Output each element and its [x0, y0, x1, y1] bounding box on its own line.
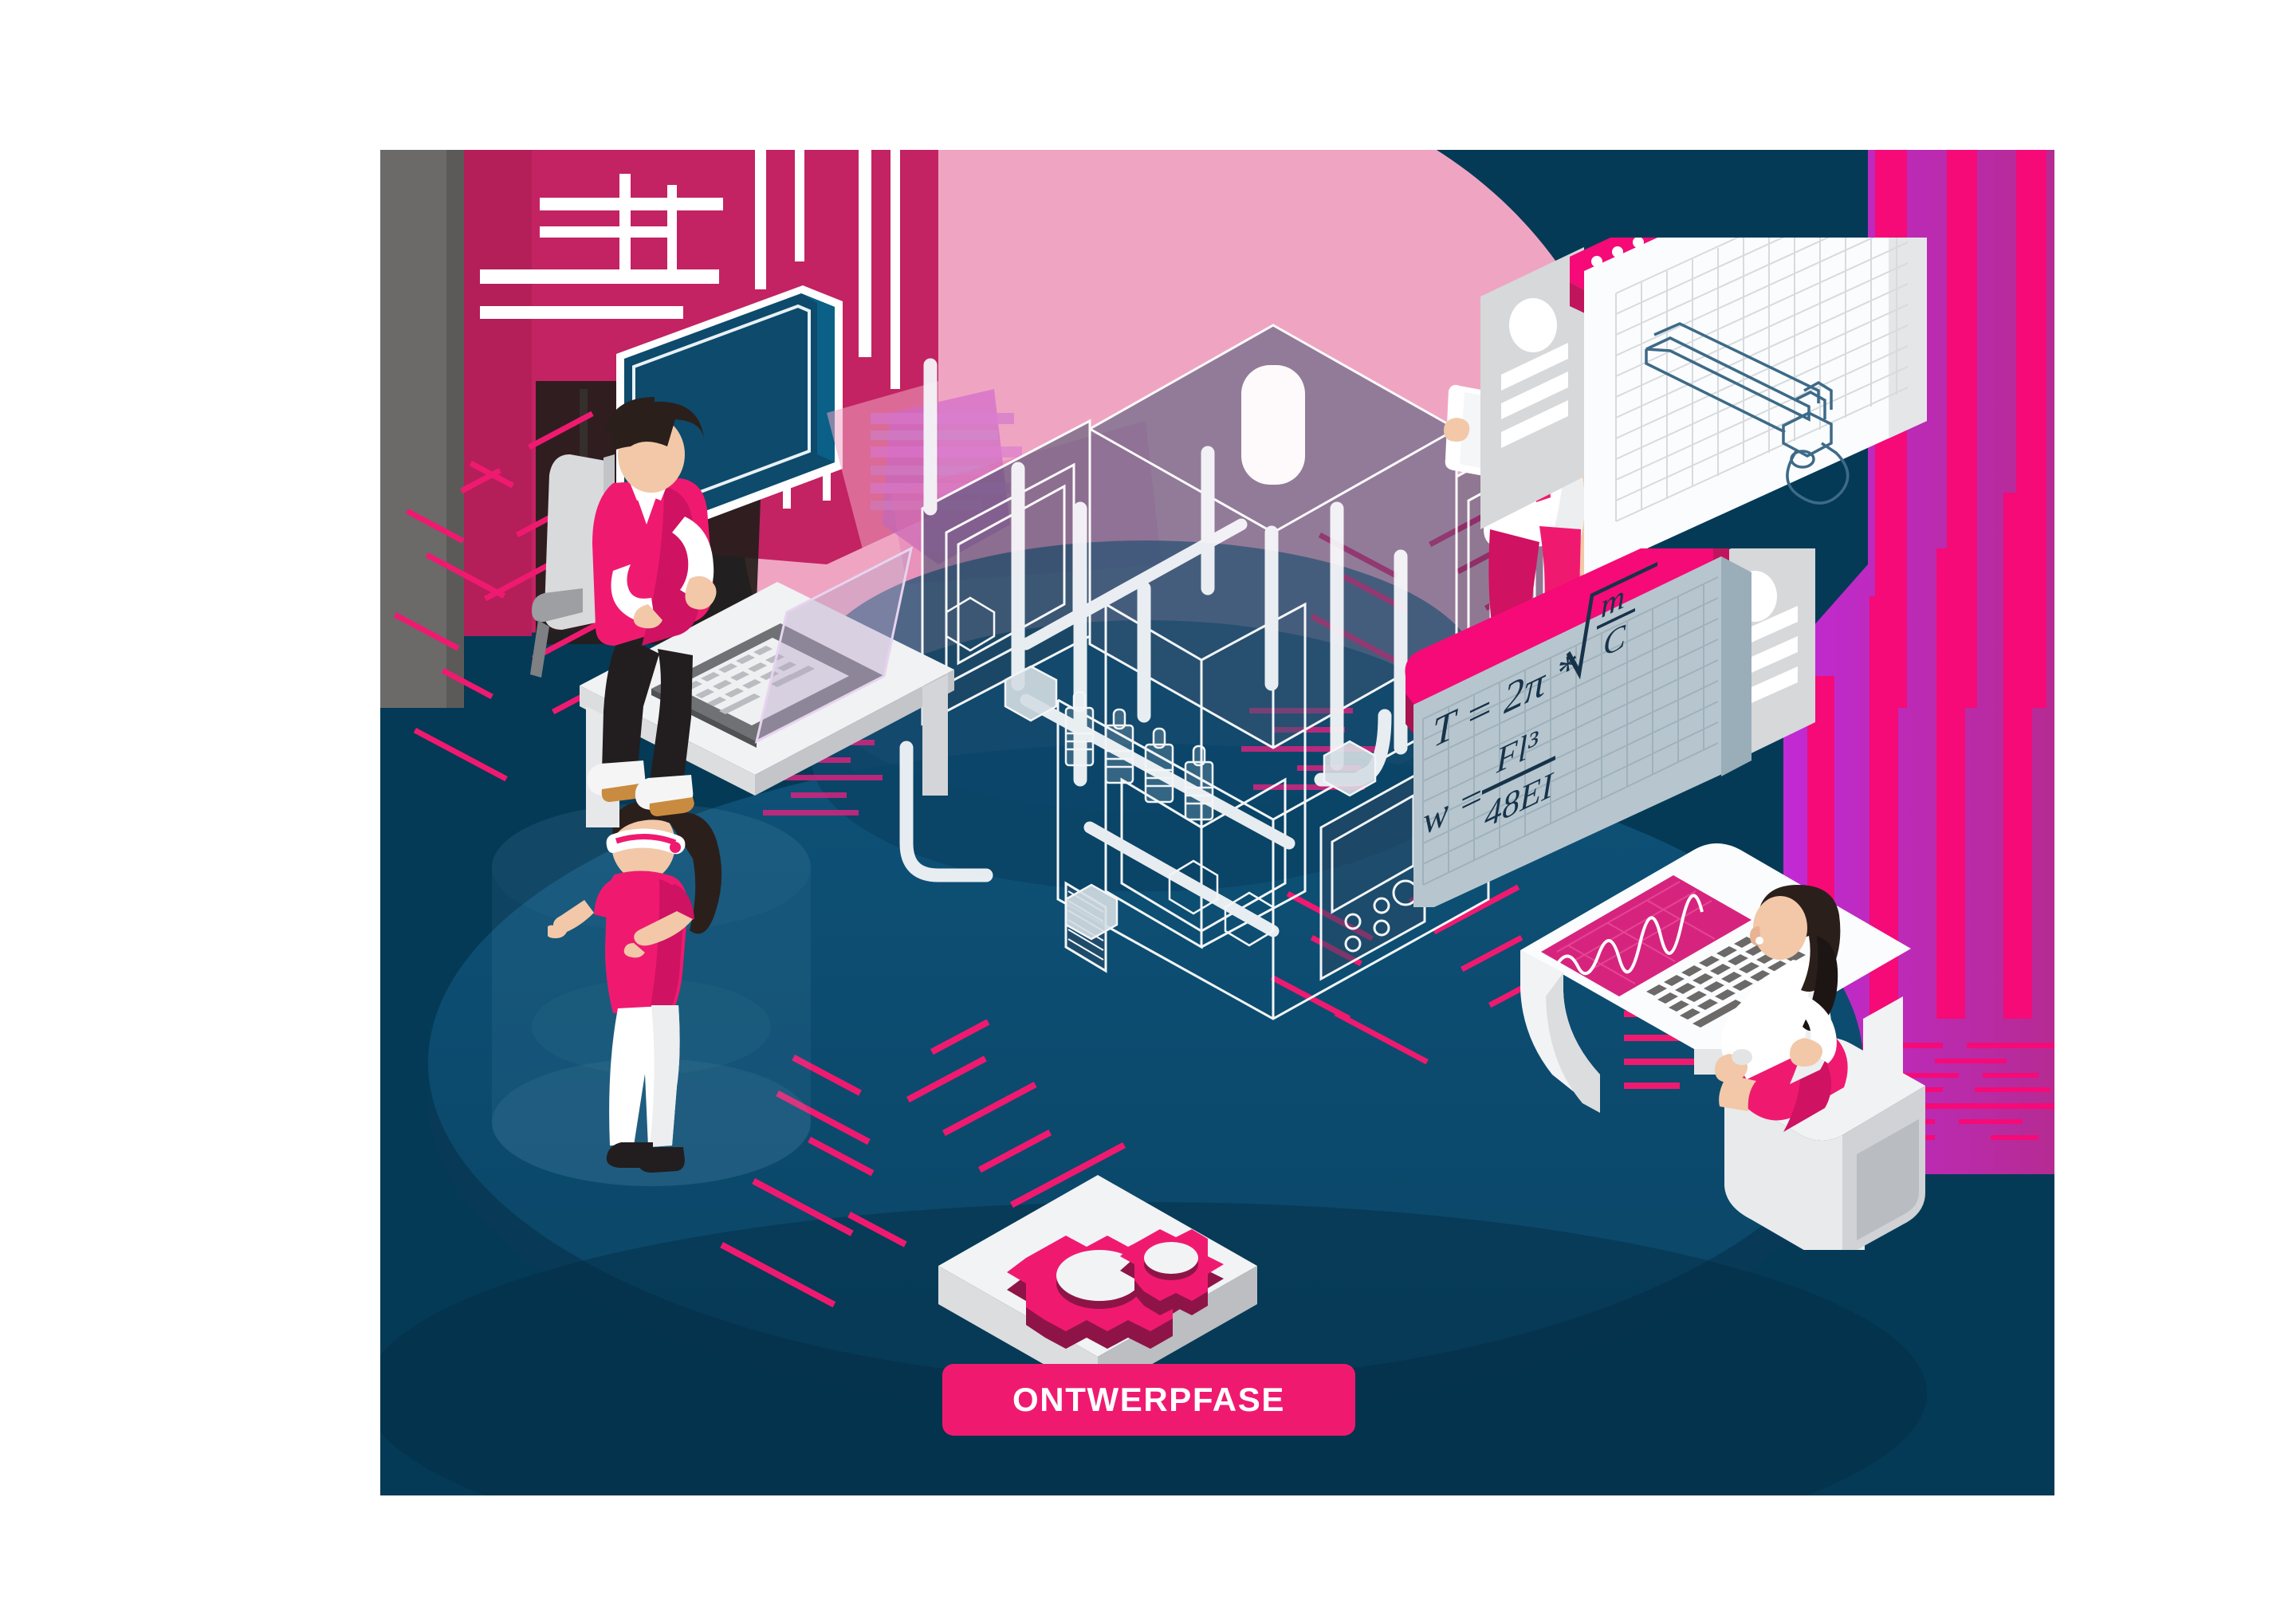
formula-grid: [1422, 576, 1719, 886]
waveform: [1555, 894, 1704, 976]
gear-small: [1120, 1229, 1224, 1315]
hand-right: [1790, 1038, 1823, 1067]
shoe-right: [639, 1147, 685, 1173]
vr-headset: [606, 828, 686, 855]
cad-sidebar: [1480, 247, 1584, 529]
legs: [602, 635, 659, 776]
chair-back: [1863, 996, 1903, 1097]
pedestal-right: [1098, 1266, 1257, 1395]
arm-right: [1788, 995, 1837, 1063]
laptop-screen: [754, 546, 914, 744]
engineering-formula-board: T = 2π * m C w = Fl³ 48EI: [1405, 548, 1815, 907]
arm-left: [1720, 995, 1769, 1067]
left-grey-column: [380, 150, 446, 708]
cad-body: [1584, 238, 1927, 577]
seated-designer-with-laptop: [530, 397, 954, 827]
formula-board: [1413, 556, 1751, 907]
circular-stage-platform: [428, 540, 1863, 1417]
seated-analyst-at-workstation: [1520, 843, 1925, 1250]
pedestal-left: [938, 1266, 1098, 1395]
hand-left: [1444, 418, 1470, 442]
right-arm: [634, 911, 693, 946]
hand-right: [685, 576, 717, 610]
cad-drawing: [1645, 322, 1850, 505]
hand-left: [633, 604, 662, 629]
formula-header: [1405, 548, 1729, 709]
cad-avatar: [1509, 298, 1557, 352]
armrest: [532, 588, 583, 623]
earring: [1755, 937, 1763, 945]
cad-blueprint-window: [1480, 238, 1927, 577]
head: [1753, 896, 1807, 960]
phase-badge[interactable]: ONTWERPFASE: [942, 1364, 1355, 1436]
laptop-keyboard: [675, 638, 849, 725]
vr-headset-user: [548, 800, 722, 1173]
gears-on-pedestal: [938, 1175, 1257, 1395]
wristwatch: [1732, 1049, 1752, 1065]
left-arm: [553, 900, 594, 934]
cad-grid: [1615, 238, 1909, 522]
isometric-scene: T = 2π * m C w = Fl³ 48EI: [380, 150, 2054, 1495]
designer-figure: [587, 397, 717, 816]
hair: [664, 812, 722, 934]
analyst-figure: [1715, 885, 1848, 1132]
graph-screen: [1541, 875, 1751, 996]
